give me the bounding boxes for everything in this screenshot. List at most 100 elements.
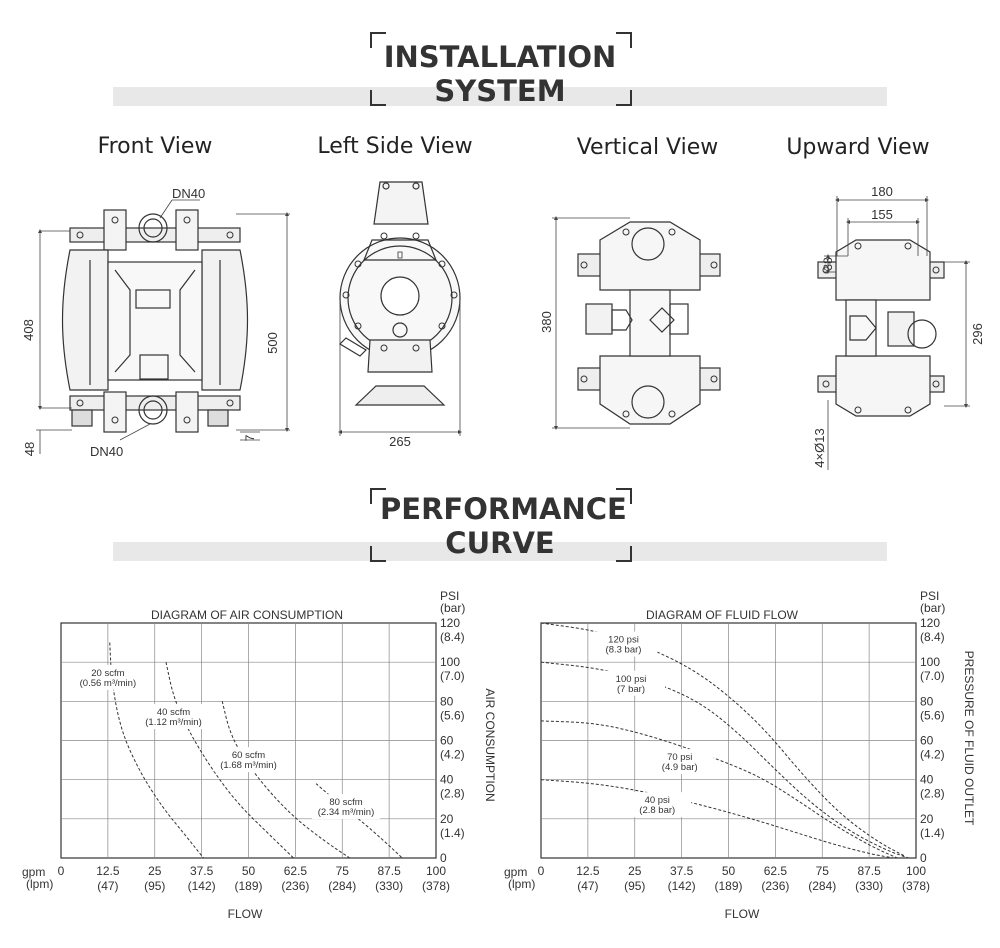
fluid-y-tick: 120 [920,616,940,630]
fluid-x-tick-sub: (142) [668,879,696,893]
fluid-x-tick: 12.5 [576,864,600,878]
front-view-dimensions [36,199,290,454]
left-side-view-dimensions [338,300,462,436]
fluid-x-tick-sub: (95) [624,879,645,893]
fluid-series-label-bg-3 [623,792,692,818]
front-dim-height: 408 [21,319,36,341]
performance-heading: PERFORMANCE CURVE [380,492,627,560]
view-title-front: Front View [97,134,213,159]
front-dim-base: 48 [22,442,37,456]
fluid-x-tick: 75 [816,864,830,878]
upward-dim-offset: 38 [821,257,835,271]
fluid-y-tick: 80 [920,694,934,708]
air-series-label-bg-1 [139,704,208,730]
view-title-vertical: Vertical View [576,135,719,160]
fluid-flow-label: FLOW [725,907,760,921]
fluid-series-sublabel-1: (7 bar) [617,684,645,695]
fluid-x-tick-sub: (189) [714,879,742,893]
air-series-sublabel-0: (0.56 m³/min) [80,678,136,689]
air-series-sublabel-1: (1.12 m³/min) [145,717,201,728]
air-psi-unit: PSI [440,589,459,603]
bracket-tr [616,32,632,48]
fluid-x-tick-sub: (378) [902,879,930,893]
air-series-sublabel-2: (1.68 m³/min) [220,760,276,771]
air-series-label-bg-0 [73,664,142,690]
air-series-line-1 [165,662,294,859]
performance-line2: CURVE [445,526,555,560]
fluid-y-tick-sub: (7.0) [920,669,945,683]
air-x-tick: 100 [426,864,446,878]
fluid-series-line-2 [540,720,898,859]
fluid-x-tick: 0 [538,864,545,878]
air-series-label-3: 80 scfm [329,797,362,808]
fluid-y-tick: 0 [920,851,927,865]
air-unit-sub: (lpm) [26,877,53,891]
front-dn-bottom: DN40 [90,444,123,459]
fluid-x-tick-sub: (236) [761,879,789,893]
fluid-series-line-3 [540,779,894,859]
air-x-tick: 25 [148,864,162,878]
fluid-series-line-0 [540,622,905,857]
fluid-unit-sub: (lpm) [508,877,535,891]
fluid-x-tick-sub: (284) [808,879,836,893]
air-y-tick: 80 [440,694,454,708]
air-series-sublabel-3: (2.34 m³/min) [318,807,374,818]
bracket-tr-2 [616,488,632,504]
performance-line1: PERFORMANCE [380,492,627,526]
air-x-tick-sub: (330) [375,879,403,893]
front-dim-total: 500 [265,332,280,354]
vertical-view-dimensions [552,216,630,430]
bracket-bl-2 [370,546,386,562]
fluid-plot-frame [540,622,917,859]
upward-holes: 4×Ø13 [812,428,827,467]
air-y-tick-sub: (8.4) [440,630,465,644]
air-plot-frame [60,622,437,859]
installation-line2: SYSTEM [434,74,566,108]
fluid-y-tick: 60 [920,734,934,748]
fluid-series-label-bg-1 [597,670,665,696]
installation-line1: INSTALLATION [383,40,617,74]
bracket-br [616,90,632,106]
vertical-view-drawing [577,221,721,425]
air-flow-label: FLOW [228,907,263,921]
air-series-label-1: 40 scfm [157,707,190,718]
air-bar-unit: (bar) [440,601,465,615]
fluid-series-label-bg-2 [645,749,714,775]
bracket-tl-2 [370,488,386,504]
air-y-tick: 60 [440,734,454,748]
air-y-tick-sub: (4.2) [440,748,465,762]
air-series-line-0 [109,642,204,859]
air-x-tick-sub: (236) [281,879,309,893]
performance-band [113,542,887,561]
air-x-tick: 12.5 [96,864,120,878]
air-series-label-bg-3 [312,794,380,820]
air-y-tick: 20 [440,812,454,826]
air-unit-main: gpm [22,865,45,879]
installation-band [113,87,887,106]
fluid-y-tick-sub: (5.6) [920,708,945,722]
fluid-y-tick-sub: (1.4) [920,826,945,840]
fluid-x-tick: 87.5 [857,864,881,878]
front-view-drawing [61,209,249,433]
fluid-x-tick: 62.5 [764,864,788,878]
air-y-tick-sub: (2.8) [440,787,465,801]
air-series-label-2: 60 scfm [232,750,265,761]
air-x-tick: 50 [242,864,256,878]
bracket-tl [370,32,386,48]
fluid-x-tick: 25 [628,864,642,878]
bracket-br-2 [616,546,632,562]
fluid-x-tick-sub: (330) [855,879,883,893]
view-title-left-side: Left Side View [317,134,473,159]
fluid-series-label-1: 100 psi [616,674,647,685]
air-x-tick: 0 [58,864,65,878]
air-y-tick-sub: (7.0) [440,669,465,683]
fluid-series-label-3: 40 psi [645,795,670,806]
view-title-upward: Upward View [786,135,930,160]
fluid-series-label-bg-0 [589,631,658,657]
front-dim-foot: 7 [243,434,257,441]
air-x-tick-sub: (378) [422,879,450,893]
installation-heading: INSTALLATION SYSTEM [380,40,620,108]
air-series-label-0: 20 scfm [91,668,124,679]
front-dn-top: DN40 [172,186,205,201]
air-series-line-2 [221,701,351,859]
